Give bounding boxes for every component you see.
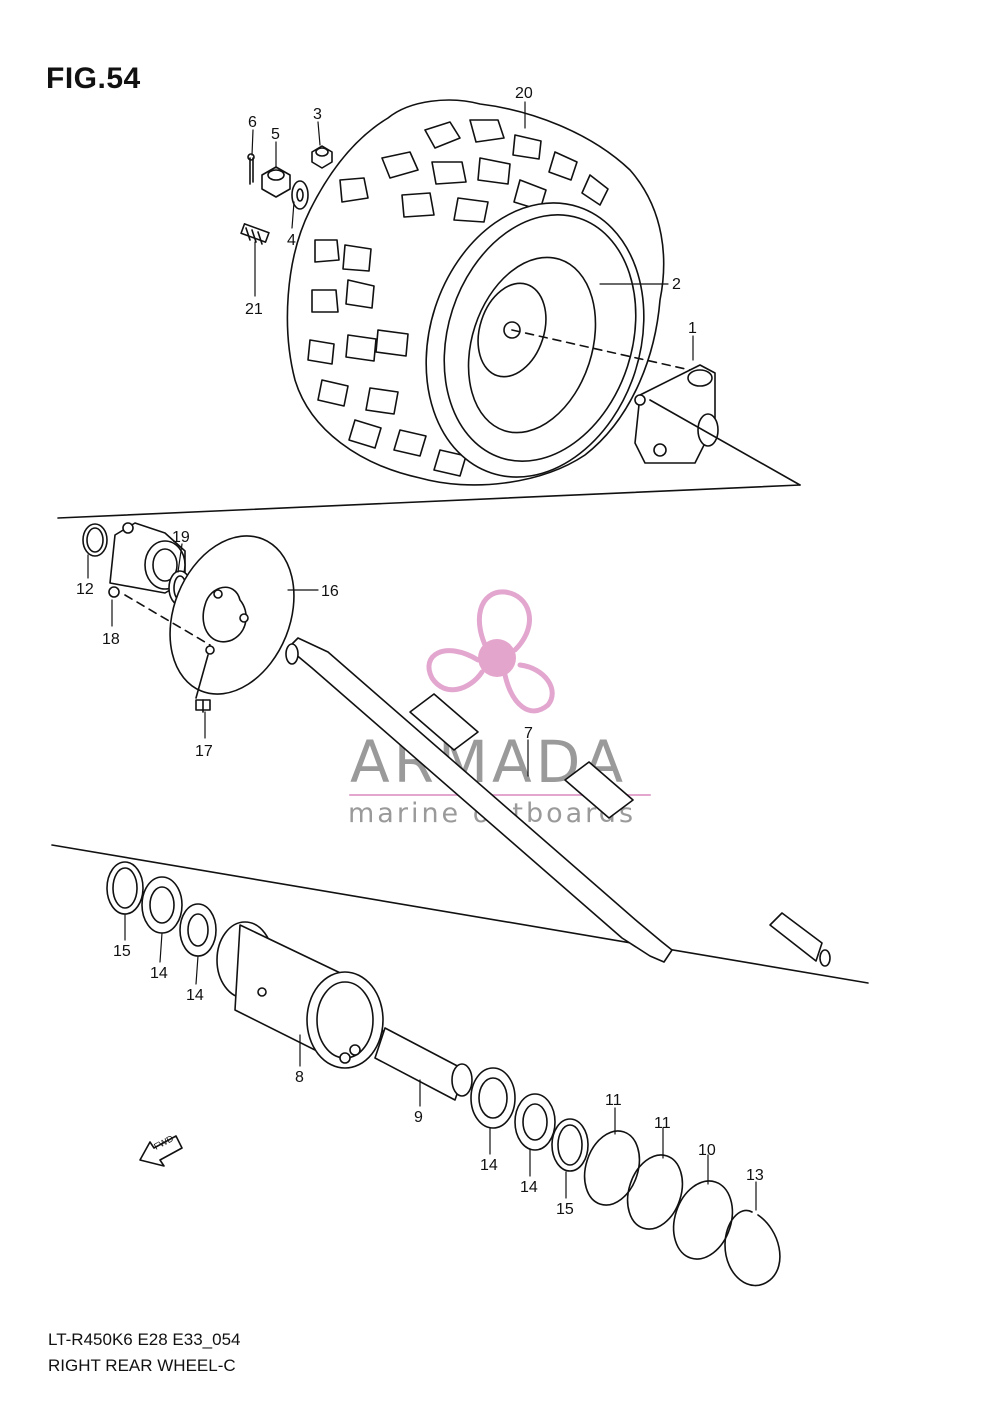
- o-ring-11-b: [619, 1148, 692, 1236]
- rim-outer: [392, 174, 678, 505]
- callout-14-b: 14: [186, 987, 204, 1004]
- tire-assembly: [287, 100, 690, 506]
- callout-14-c: 14: [480, 1157, 498, 1174]
- rim-well: [447, 241, 617, 449]
- callout-17: 17: [195, 743, 213, 760]
- callout-9: 9: [414, 1109, 423, 1126]
- propeller-hub: [478, 639, 516, 677]
- callout-2: 2: [672, 276, 681, 293]
- callout-15-left: 15: [113, 943, 131, 960]
- tread-blocks: [308, 120, 608, 476]
- bearing-right-b: [515, 1094, 555, 1150]
- callout-20: 20: [515, 85, 533, 102]
- rim-lip: [414, 190, 667, 487]
- callout-10: 10: [698, 1142, 716, 1159]
- spacer-tube: [375, 1028, 472, 1100]
- callout-11-b: 11: [654, 1115, 671, 1132]
- castle-nut: [262, 167, 290, 197]
- axle-centerline: [512, 330, 690, 370]
- bearing-left-inner: [180, 904, 216, 956]
- callout-numbers: 20 3 5 6 4 21 2 1 12 19 16 18 17 7 15 14…: [76, 85, 764, 1218]
- callout-7: 7: [524, 725, 533, 742]
- brake-disc-carrier: [109, 523, 185, 597]
- callout-3: 3: [313, 106, 322, 123]
- axle-housing: [217, 922, 385, 1068]
- callout-12: 12: [76, 581, 94, 598]
- rim-center-disc: [467, 274, 558, 385]
- o-ring-10: [664, 1173, 742, 1266]
- callout-6: 6: [248, 114, 257, 131]
- rear-axle-shaft: [286, 638, 830, 966]
- callout-4: 4: [287, 232, 296, 249]
- section-name: RIGHT REAR WHEEL-C: [48, 1356, 236, 1375]
- callout-14-d: 14: [520, 1179, 538, 1196]
- callout-1: 1: [688, 320, 697, 337]
- group-outline-bottom: [52, 845, 868, 983]
- disc-centerline: [125, 595, 210, 645]
- callout-13: 13: [746, 1167, 764, 1184]
- brake-disc: [148, 517, 317, 713]
- snap-ring-13: [725, 1210, 780, 1285]
- callout-16: 16: [321, 583, 339, 600]
- callout-15-right: 15: [556, 1201, 574, 1218]
- wheel-stud: [241, 224, 269, 244]
- group-outline-top: [58, 400, 800, 518]
- callout-18: 18: [102, 631, 120, 648]
- o-ring-11-a: [576, 1124, 649, 1212]
- callout-11-a: 11: [605, 1092, 622, 1109]
- rim-hub-hole: [504, 322, 520, 338]
- disc-bolt: [196, 700, 210, 712]
- callout-5: 5: [271, 126, 280, 143]
- callout-14-a: 14: [150, 965, 168, 982]
- bearing-right-a: [471, 1068, 515, 1128]
- cotter-pin: [248, 154, 254, 184]
- fwd-arrow-icon: FWD: [140, 1133, 182, 1166]
- rear-hub: [635, 365, 718, 463]
- model-code: LT-R450K6 E28 E33_054: [48, 1330, 241, 1349]
- bearing-left-outer: [142, 877, 182, 933]
- hub-nut: [312, 146, 332, 168]
- figure-title: FIG.54: [46, 62, 141, 95]
- callout-leaders: [88, 102, 756, 1210]
- callout-21: 21: [245, 301, 263, 318]
- callout-8: 8: [295, 1069, 304, 1086]
- propeller-logo: [429, 592, 552, 711]
- washer: [292, 181, 308, 209]
- callout-19: 19: [172, 529, 190, 546]
